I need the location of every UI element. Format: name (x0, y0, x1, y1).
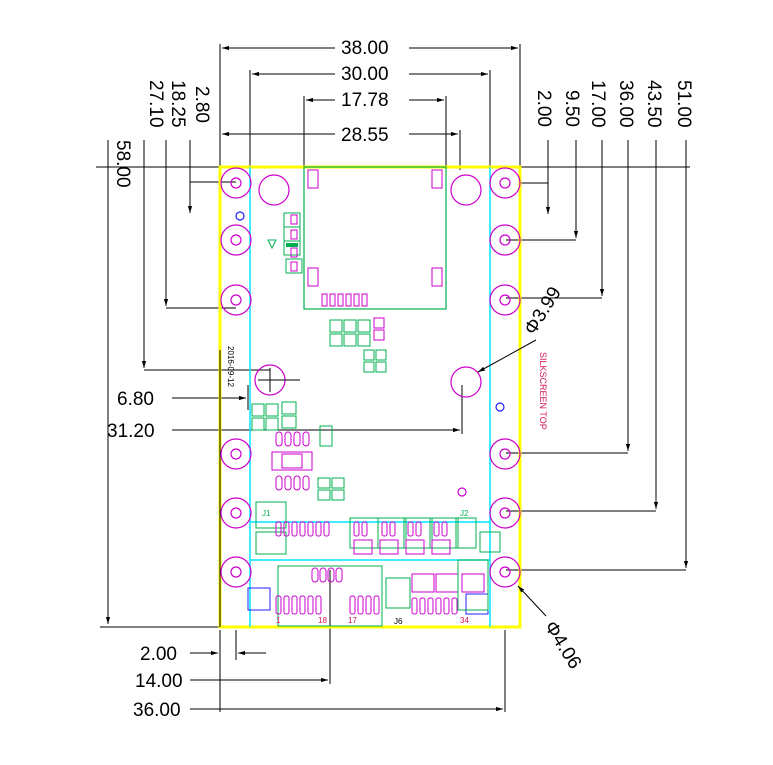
dim-38: 38.00 (341, 38, 389, 59)
dim-b-36: 36.00 (133, 700, 181, 721)
date-label: 2016-09-12 (226, 346, 235, 387)
bottom-dimensions (190, 570, 506, 712)
pin-label-1: 1 (276, 616, 281, 625)
dim-r-36: 36.00 (615, 80, 636, 128)
dim-18-25: 18.25 (167, 80, 188, 128)
connector-label-j6: J6 (394, 617, 403, 626)
dim-b-14: 14.00 (135, 671, 183, 692)
top-module (303, 166, 447, 310)
dim-6-80: 6.80 (117, 389, 154, 410)
dim-r-17: 17.00 (587, 80, 608, 128)
left-vertical-dimensions (96, 140, 520, 628)
components-center (329, 317, 387, 373)
pin-label-18: 18 (318, 616, 327, 625)
dim-b-2: 2.00 (140, 644, 177, 665)
pin-label-17: 17 (348, 616, 357, 625)
hole-crosshairs (258, 368, 300, 392)
dim-28-55: 28.55 (341, 125, 389, 146)
dim-r-9-50: 9.50 (561, 90, 582, 127)
dim-r-2: 2.00 (533, 90, 554, 127)
silkscreen-label: SILKSCREEN TOP (538, 352, 548, 430)
dim-r-51: 51.00 (673, 80, 694, 128)
mounting-pads (220, 167, 521, 588)
dim-58: 58.00 (112, 140, 133, 188)
hole-diameter-label: Φ3.99 (520, 283, 565, 338)
diameter-callouts (477, 339, 547, 617)
dim-31-20: 31.20 (107, 421, 155, 442)
side-label-j1: J1 (262, 509, 271, 518)
dim-17-78: 17.78 (341, 90, 389, 111)
dim-r-43-50: 43.50 (643, 80, 664, 128)
left-horizontal-dimensions (172, 385, 463, 434)
dim-2-80: 2.80 (191, 86, 212, 123)
components-left (267, 212, 303, 274)
components-lower (247, 501, 501, 627)
pad-diameter-label: Φ4.06 (540, 618, 585, 673)
pin-label-34: 34 (460, 616, 469, 625)
components-mid (251, 401, 345, 501)
dim-30: 30.00 (341, 64, 389, 85)
side-label-j2: J2 (460, 509, 469, 518)
pcb-board (218, 165, 522, 629)
dim-27-10: 27.10 (145, 80, 166, 128)
right-vertical-dimensions (500, 140, 690, 571)
